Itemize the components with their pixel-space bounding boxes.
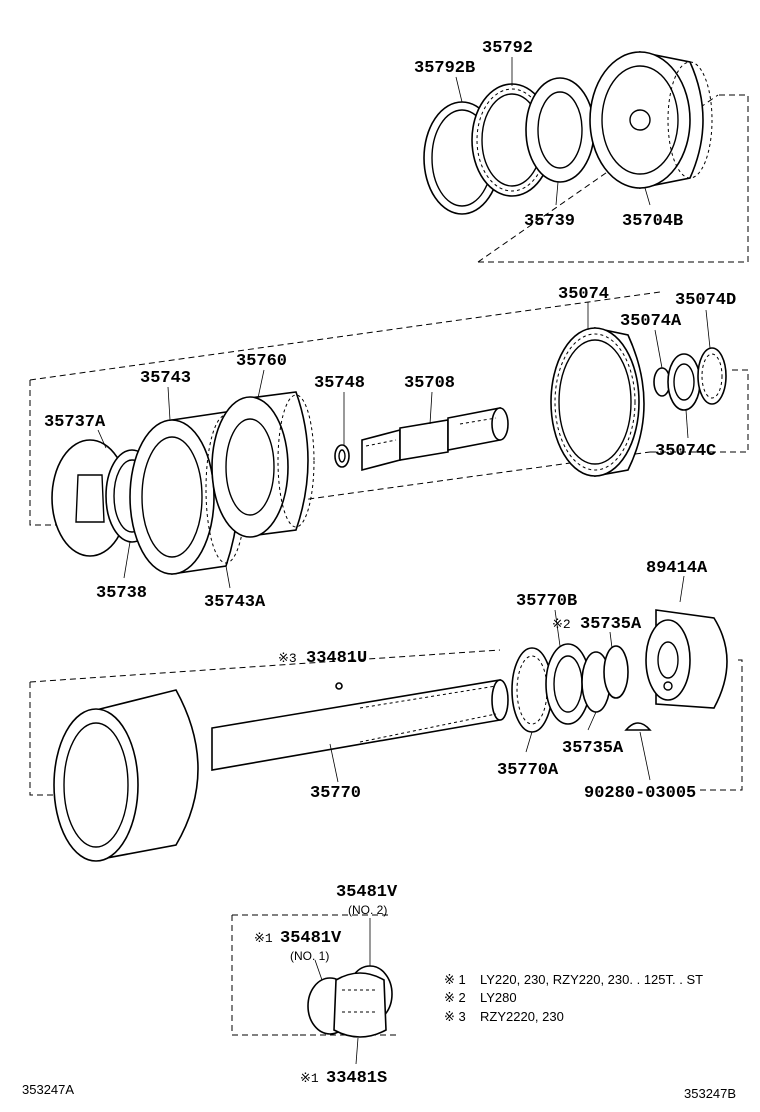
label-35738: 35738: [96, 584, 147, 603]
label-35770A: 35770A: [497, 761, 559, 780]
label-35792: 35792: [482, 39, 533, 58]
diagram-code-left: 353247A: [22, 1082, 74, 1097]
label-35708: 35708: [404, 374, 455, 393]
label-35074A: 35074A: [620, 312, 682, 331]
label-35760: 35760: [236, 352, 287, 371]
label-35074D: 35074D: [675, 291, 736, 310]
label-35481V-no2: 35481V: [336, 883, 398, 902]
sub-35481V-no2: (NO. 2): [348, 903, 387, 917]
leaders-bottom: [314, 918, 371, 1065]
part-housing-89414A[interactable]: [645, 609, 728, 709]
part-seal-rings-35735A[interactable]: [581, 645, 629, 713]
label-35743: 35743: [140, 369, 191, 388]
mark-35735A-upper: ※2: [552, 617, 571, 632]
note-3-text: RZY2220, 230: [480, 1009, 564, 1024]
note-2-mark: ※ 2: [444, 990, 466, 1005]
diagram-code-right: 353247B: [684, 1086, 736, 1101]
note-1-text: LY220, 230, RZY220, 230. . 125T. . ST: [480, 972, 703, 987]
label-35792B: 35792B: [414, 59, 475, 78]
part-gear-35704B[interactable]: [589, 51, 713, 189]
mark-33481U: ※3: [278, 651, 297, 666]
label-35735A-upper: 35735A: [580, 615, 642, 634]
part-bearing-35074D[interactable]: [697, 347, 727, 405]
label-35074: 35074: [558, 285, 609, 304]
part-ring-gear-35074[interactable]: [550, 327, 645, 477]
part-washer-35748[interactable]: [334, 444, 350, 468]
part-sprag-33481S[interactable]: [333, 972, 387, 1038]
note-2-text: LY280: [480, 990, 517, 1005]
group-lower-border: [29, 649, 743, 796]
label-89414A: 89414A: [646, 559, 708, 578]
part-drum-shaft-35770[interactable]: [53, 679, 509, 862]
part-key-90280-03005[interactable]: [624, 722, 652, 731]
label-35743A: 35743A: [204, 593, 266, 612]
leaders-lower: [329, 575, 685, 783]
label-35735A-lower: 35735A: [562, 739, 624, 758]
label-33481S: 33481S: [326, 1069, 387, 1088]
label-33481U: 33481U: [306, 649, 367, 668]
part-ring-35074C[interactable]: [667, 353, 701, 411]
part-gear-35760[interactable]: [211, 391, 315, 538]
label-35770: 35770: [310, 784, 361, 803]
sub-35481V-no1: (NO. 1): [290, 949, 329, 963]
label-35737A: 35737A: [44, 413, 106, 432]
leaders-middle: [97, 302, 711, 589]
label-35748: 35748: [314, 374, 365, 393]
note-3-mark: ※ 3: [444, 1009, 466, 1024]
mark-33481S: ※1: [300, 1071, 319, 1086]
mark-35481V-no1: ※1: [254, 931, 273, 946]
leaders-top: [455, 57, 651, 206]
note-1-mark: ※ 1: [444, 972, 466, 987]
part-race-35739[interactable]: [525, 77, 595, 183]
label-90280-03005: 90280-03005: [584, 784, 696, 803]
label-35481V-no1: 35481V: [280, 929, 342, 948]
label-35739: 35739: [524, 212, 575, 231]
label-35704B: 35704B: [622, 212, 683, 231]
part-shaft-35708[interactable]: [361, 407, 509, 472]
label-35074C: 35074C: [655, 442, 716, 461]
part-pin-33481U[interactable]: [335, 682, 343, 690]
label-35770B: 35770B: [516, 592, 577, 611]
